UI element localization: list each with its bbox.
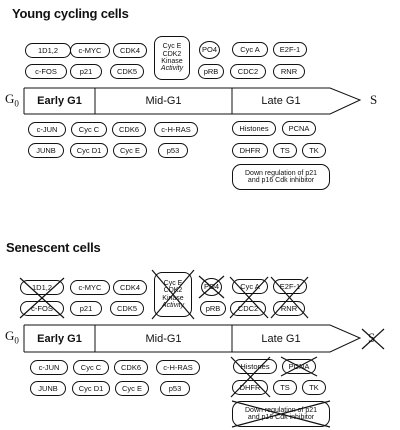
phase-early-g1: Early G1 bbox=[37, 332, 82, 345]
kinase-line: Kinase bbox=[161, 58, 183, 65]
gene-histones: Histones bbox=[232, 121, 276, 136]
gene-c-jun: c-JUN bbox=[28, 122, 66, 137]
gene-cyc-e: Cyc E bbox=[115, 381, 149, 396]
gene-cdk4: CDK4 bbox=[113, 280, 147, 295]
kinase-line: Cyc E bbox=[162, 43, 182, 51]
phase-late-g1: Late G1 bbox=[261, 332, 301, 345]
g0-label: G0 bbox=[5, 328, 19, 346]
phase-mid-g1: Mid-G1 bbox=[145, 332, 182, 345]
gene-cdc2: CDC2 bbox=[230, 64, 266, 79]
kinase-line: CDK2 bbox=[162, 50, 182, 58]
gene-junb: JUNB bbox=[28, 143, 64, 158]
gene-cyc-a: Cyc A bbox=[232, 42, 268, 57]
phosphate-po4: PO4 bbox=[199, 41, 220, 59]
gene-dhfr: DHFR bbox=[232, 380, 268, 395]
gene-cyc-c: Cyc C bbox=[71, 122, 107, 137]
gene-rnr: RNR bbox=[273, 64, 305, 79]
gene-ts: TS bbox=[273, 380, 297, 395]
cell-cycle-arrow bbox=[23, 87, 362, 115]
gene-p53: p53 bbox=[158, 143, 188, 158]
gene-pcna: PCNA bbox=[282, 121, 316, 136]
cell-cycle-arrow bbox=[23, 324, 362, 353]
g0-label: G0 bbox=[5, 91, 19, 109]
young-cells-panel: Young cycling cells 1D1,2 c-MYC CDK4 Cyc… bbox=[0, 0, 400, 205]
gene-tk: TK bbox=[302, 380, 326, 395]
kinase-line: Activity bbox=[160, 65, 184, 73]
gene-c-h-ras: c-H-RAS bbox=[154, 122, 198, 137]
gene-cyc-c: Cyc C bbox=[73, 360, 109, 375]
gene-histones: Histones bbox=[233, 359, 277, 374]
gene-c-myc: c-MYC bbox=[70, 280, 110, 295]
gene-c-jun: c-JUN bbox=[30, 360, 68, 375]
cdk-inhibitor-note: Down regulation of p21 and p16 Cdk inhib… bbox=[232, 401, 330, 427]
panel-title: Young cycling cells bbox=[12, 6, 129, 21]
protein-prb: pRB bbox=[198, 64, 224, 79]
gene-cyc-e: Cyc E bbox=[113, 143, 147, 158]
gene-p53: p53 bbox=[160, 381, 190, 396]
gene-c-fos: c-FOS bbox=[25, 64, 67, 79]
panel-title: Senescent cells bbox=[6, 240, 101, 255]
gene-cyc-d1: Cyc D1 bbox=[70, 143, 108, 158]
gene-cdk5: CDK5 bbox=[110, 64, 144, 79]
gene-cyc-d1: Cyc D1 bbox=[72, 381, 110, 396]
gene-cdk4: CDK4 bbox=[113, 43, 147, 58]
cdk-inhibitor-note: Down regulation of p21 and p16 Cdk inhib… bbox=[232, 164, 330, 190]
gene-cdk5: CDK5 bbox=[110, 301, 144, 316]
gene-ts: TS bbox=[273, 143, 297, 158]
gene-tk: TK bbox=[302, 143, 326, 158]
gene-c-myc: c-MYC bbox=[70, 43, 110, 58]
gene-1d12: 1D1,2 bbox=[25, 43, 71, 58]
gene-junb: JUNB bbox=[30, 381, 66, 396]
gene-e2f1: E2F-1 bbox=[273, 42, 307, 57]
gene-pcna: PCNA bbox=[282, 359, 316, 374]
gene-cdk6: CDK6 bbox=[114, 360, 148, 375]
gene-p21: p21 bbox=[70, 301, 102, 316]
phase-early-g1: Early G1 bbox=[37, 95, 82, 107]
senescent-cells-panel: Senescent cells 1D1,2 c-MYC CDK4 Cyc E C… bbox=[0, 232, 400, 430]
protein-prb: pRB bbox=[200, 301, 226, 316]
gene-c-h-ras: c-H-RAS bbox=[156, 360, 200, 375]
phase-late-g1: Late G1 bbox=[261, 95, 301, 107]
s-phase-label: S bbox=[368, 330, 376, 345]
phase-mid-g1: Mid-G1 bbox=[145, 95, 182, 107]
gene-cdk6: CDK6 bbox=[112, 122, 146, 137]
s-phase-label: S bbox=[370, 92, 378, 107]
cyclin-e-cdk2-kinase-box: Cyc E CDK2 Kinase Activity bbox=[154, 36, 190, 80]
gene-p21: p21 bbox=[70, 64, 102, 79]
gene-dhfr: DHFR bbox=[232, 143, 268, 158]
